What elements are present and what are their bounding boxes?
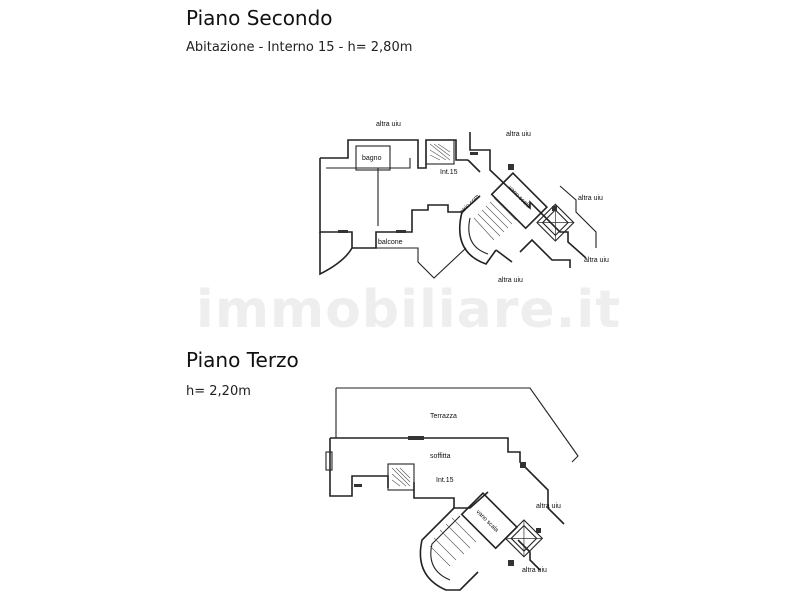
curved-stair-outer — [458, 211, 497, 265]
third-floor-subtitle: h= 2,20m — [186, 384, 251, 399]
elevator-inner — [541, 209, 569, 237]
second-floor-title: Piano Secondo — [186, 6, 333, 30]
curved-stair-inner-3 — [430, 515, 461, 581]
wall-stub-5 — [470, 152, 478, 155]
elevator-inner-3 — [510, 524, 538, 552]
third-floor-title: Piano Terzo — [186, 348, 299, 372]
wall-stub-3b — [520, 462, 526, 468]
wall-stub-3a — [354, 484, 362, 487]
wall-stub-4 — [396, 230, 406, 233]
label-int-15-third: Int.15 — [436, 477, 454, 484]
attic-stair — [387, 463, 415, 491]
wall-stub-3d — [508, 560, 514, 566]
wall-stub-3c — [536, 528, 541, 533]
soffitta-outline — [329, 437, 533, 497]
label-altra-uiu-right-low: altra uiu — [584, 257, 609, 264]
internal-stair — [425, 139, 455, 165]
label-altra-uiu-bottom-third: altra uiu — [522, 567, 547, 574]
label-atrio-com: atrio com. — [459, 192, 482, 215]
label-altra-uiu-top-right: altra uiu — [506, 131, 531, 138]
terrazza-outline — [336, 387, 579, 463]
label-terrazza: Terrazza — [430, 413, 457, 420]
attic-stair-steps — [391, 467, 411, 487]
left-window — [325, 451, 333, 471]
curved-stair-steps-3 — [429, 517, 477, 567]
label-balcone: balcone — [378, 239, 403, 246]
corridor-right-3 — [517, 473, 565, 571]
bagno-room — [355, 145, 391, 171]
wall-stub-3 — [338, 230, 348, 233]
curved-stair-inner — [468, 217, 489, 255]
curved-stair-steps — [473, 197, 517, 241]
label-altra-uiu-right-third: altra uiu — [536, 503, 561, 510]
label-altra-uiu-top-left: altra uiu — [376, 121, 401, 128]
wall-stub-2 — [552, 206, 557, 211]
label-bagno: bagno — [362, 155, 382, 162]
internal-stair-steps — [429, 143, 451, 161]
soffitta-lower-wall — [413, 482, 489, 509]
inner-partition — [326, 158, 411, 226]
balcone-rail — [376, 247, 467, 279]
third-floor-plan: Terrazza soffitta Int.15 vano scala altr… — [325, 387, 579, 591]
second-floor-subtitle: Abitazione - Interno 15 - h= 2,80m — [186, 40, 413, 55]
label-soffitta: soffitta — [430, 453, 451, 460]
curved-stair-outer-3 — [419, 507, 479, 591]
apartment-outline-wall — [319, 158, 462, 249]
apartment-left-wall — [320, 139, 468, 169]
upper-window — [408, 436, 424, 440]
stairwell-shaft — [490, 171, 549, 230]
second-floor-plan: altra uiu altra uiu altra uiu altra uiu … — [319, 121, 609, 284]
wall-stub-1 — [508, 164, 514, 170]
corridor-right-wall — [559, 185, 597, 248]
elevator-box-3 — [504, 519, 544, 558]
label-int-15: Int.15 — [440, 169, 458, 176]
watermark-logo: immobiliare.it — [196, 280, 622, 340]
label-altra-uiu-bottom: altra uiu — [498, 277, 523, 284]
corridor-upper-wall — [467, 132, 587, 259]
balcone-curve — [319, 232, 353, 276]
corridor-lower-wall — [461, 195, 571, 268]
label-altra-uiu-right: altra uiu — [578, 195, 603, 202]
